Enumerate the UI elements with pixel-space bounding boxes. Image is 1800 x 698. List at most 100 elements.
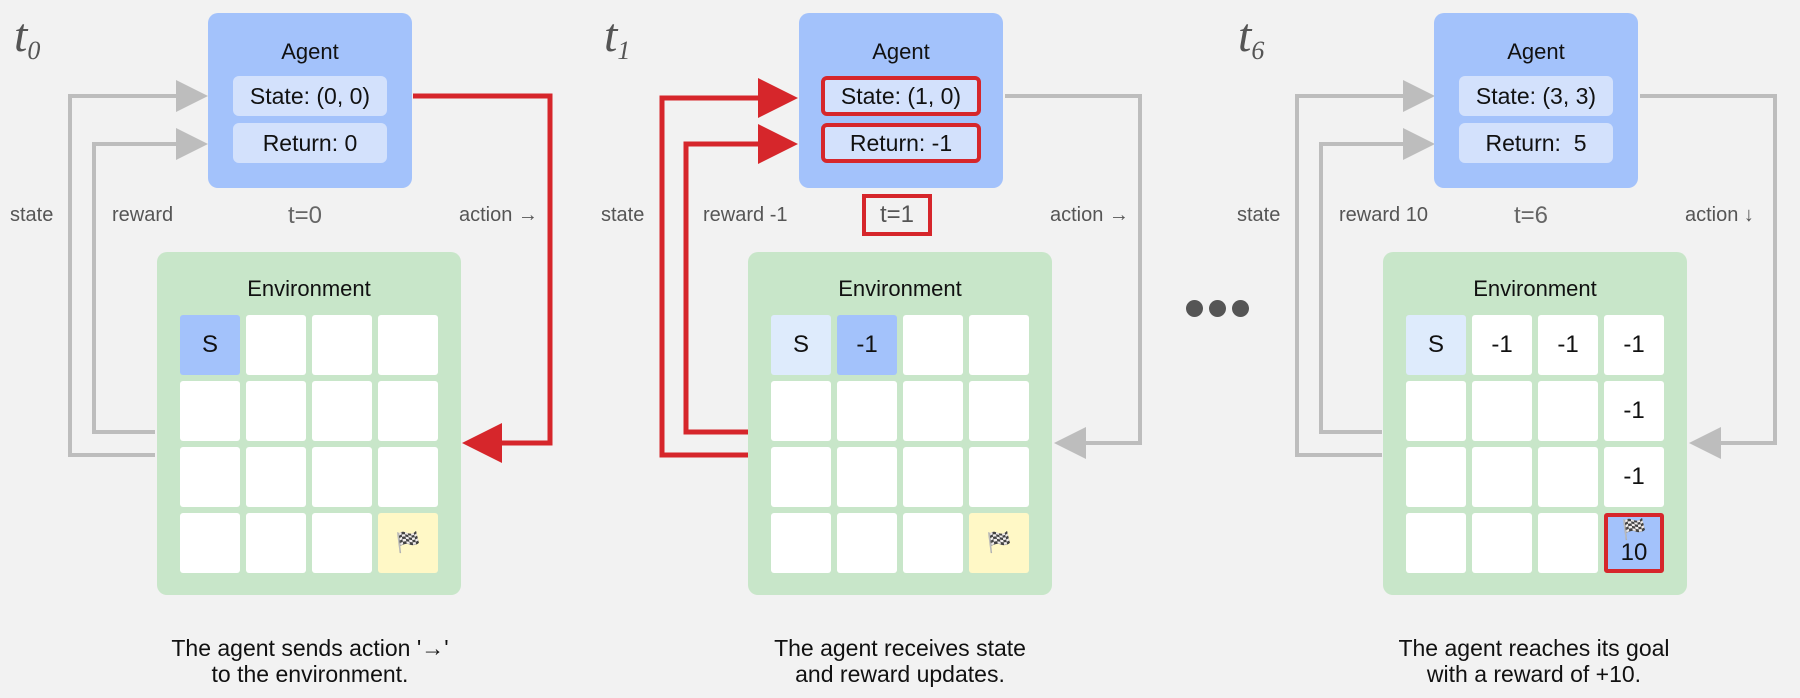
action-arrow xyxy=(413,93,553,463)
grid-cell xyxy=(1406,513,1466,573)
grid-cell xyxy=(1472,381,1532,441)
grid-cell: S xyxy=(1406,315,1466,375)
reward-label: reward xyxy=(112,204,174,226)
action-label: action → xyxy=(1050,204,1129,226)
action-arrow xyxy=(1005,94,1142,459)
grid-cell xyxy=(312,381,372,441)
grid-cell xyxy=(903,513,963,573)
agent-state: State: (1, 0) xyxy=(821,76,981,116)
agent-title: Agent xyxy=(1507,39,1565,64)
state-label: state xyxy=(1237,204,1281,226)
reward-feedback-arrow xyxy=(683,124,798,435)
caption: The agent reaches its goal with a reward… xyxy=(1334,635,1734,687)
time-label: t0 xyxy=(14,9,41,65)
environment-box: Environment S -1 -1 -1 -1 -1 🏁 10 xyxy=(1383,252,1687,595)
grid-cell xyxy=(1406,447,1466,507)
grid-cell xyxy=(246,381,306,441)
environment-title: Environment xyxy=(838,276,962,301)
action-arrow xyxy=(1640,94,1777,459)
grid-cell xyxy=(771,513,831,573)
grid-world: S -1 -1 -1 -1 -1 🏁 10 xyxy=(1406,315,1664,573)
state-feedback-arrow xyxy=(68,80,208,457)
grid-cell xyxy=(771,381,831,441)
environment-title: Environment xyxy=(1473,276,1597,301)
goal-cell: 🏁 xyxy=(378,513,438,573)
caption-line: The agent reaches its goal xyxy=(1398,635,1670,661)
grid-cell xyxy=(903,447,963,507)
caption-line: The agent receives state xyxy=(774,635,1026,661)
grid-cell xyxy=(1472,513,1532,573)
step-label: t=1 xyxy=(862,194,933,236)
agent-title: Agent xyxy=(872,39,930,64)
caption: The agent sends action '→' to the enviro… xyxy=(110,635,510,687)
grid-cell xyxy=(969,315,1029,375)
reward-feedback-arrow xyxy=(1319,128,1435,434)
environment-box: Environment S -1 🏁 xyxy=(748,252,1052,595)
grid-cell xyxy=(180,381,240,441)
grid-cell xyxy=(969,447,1029,507)
grid-cell xyxy=(246,513,306,573)
grid-world: S -1 🏁 xyxy=(771,315,1029,573)
caption-line: with a reward of +10. xyxy=(1426,661,1642,687)
grid-cell xyxy=(771,447,831,507)
checkered-flag-icon: 🏁 xyxy=(986,532,1012,554)
grid-cell xyxy=(378,447,438,507)
ellipsis-icon xyxy=(1186,300,1249,317)
time-label: t1 xyxy=(604,9,631,65)
reward-feedback-arrow xyxy=(92,128,208,434)
agent-return: Return: 5 xyxy=(1459,123,1613,163)
agent-state: State: (3, 3) xyxy=(1459,76,1613,116)
agent-return: Return: -1 xyxy=(821,123,981,163)
grid-cell: -1 xyxy=(1604,381,1664,441)
caption-line: The agent sends action '→' xyxy=(171,635,449,661)
grid-cell: -1 xyxy=(1472,315,1532,375)
state-feedback-arrow xyxy=(1295,80,1435,457)
action-label: action ↓ xyxy=(1685,204,1754,226)
caption: The agent receives state and reward upda… xyxy=(700,635,1100,687)
grid-cell xyxy=(180,513,240,573)
goal-cell: 🏁 xyxy=(969,513,1029,573)
grid-cell xyxy=(378,315,438,375)
grid-world: S 🏁 xyxy=(180,315,438,573)
grid-cell xyxy=(1538,381,1598,441)
grid-cell xyxy=(903,315,963,375)
state-label: state xyxy=(10,204,54,226)
grid-cell xyxy=(837,447,897,507)
state-label: state xyxy=(601,204,645,226)
reward-label: reward -1 xyxy=(703,204,788,226)
agent-state: State: (0, 0) xyxy=(233,76,387,116)
time-label: t6 xyxy=(1238,9,1265,65)
grid-cell: -1 xyxy=(1604,315,1664,375)
grid-cell: S xyxy=(771,315,831,375)
grid-cell xyxy=(312,315,372,375)
caption-line: to the environment. xyxy=(211,661,409,687)
step-label: t=6 xyxy=(1514,202,1549,229)
grid-cell xyxy=(312,513,372,573)
action-label: action → xyxy=(459,204,538,226)
grid-cell: S xyxy=(180,315,240,375)
goal-reward-value: 10 xyxy=(1620,539,1648,567)
grid-cell xyxy=(378,381,438,441)
grid-cell xyxy=(1406,381,1466,441)
caption-line: and reward updates. xyxy=(795,661,1005,687)
grid-cell xyxy=(1472,447,1532,507)
grid-cell xyxy=(903,381,963,441)
grid-cell xyxy=(246,315,306,375)
agent-title: Agent xyxy=(281,39,339,64)
step-label: t=0 xyxy=(288,202,323,229)
grid-cell: -1 xyxy=(1538,315,1598,375)
environment-box: Environment S 🏁 xyxy=(157,252,461,595)
grid-cell xyxy=(180,447,240,507)
grid-cell: -1 xyxy=(1604,447,1664,507)
agent-box: Agent State: (0, 0) Return: 0 xyxy=(208,13,412,188)
grid-cell xyxy=(837,513,897,573)
grid-cell xyxy=(312,447,372,507)
grid-cell xyxy=(1538,513,1598,573)
environment-title: Environment xyxy=(247,276,371,301)
grid-cell xyxy=(837,381,897,441)
goal-cell: 🏁 10 xyxy=(1604,513,1664,573)
checkered-flag-icon: 🏁 xyxy=(395,532,421,554)
grid-cell xyxy=(246,447,306,507)
reward-label: reward 10 xyxy=(1339,204,1428,226)
state-feedback-arrow xyxy=(659,78,798,458)
